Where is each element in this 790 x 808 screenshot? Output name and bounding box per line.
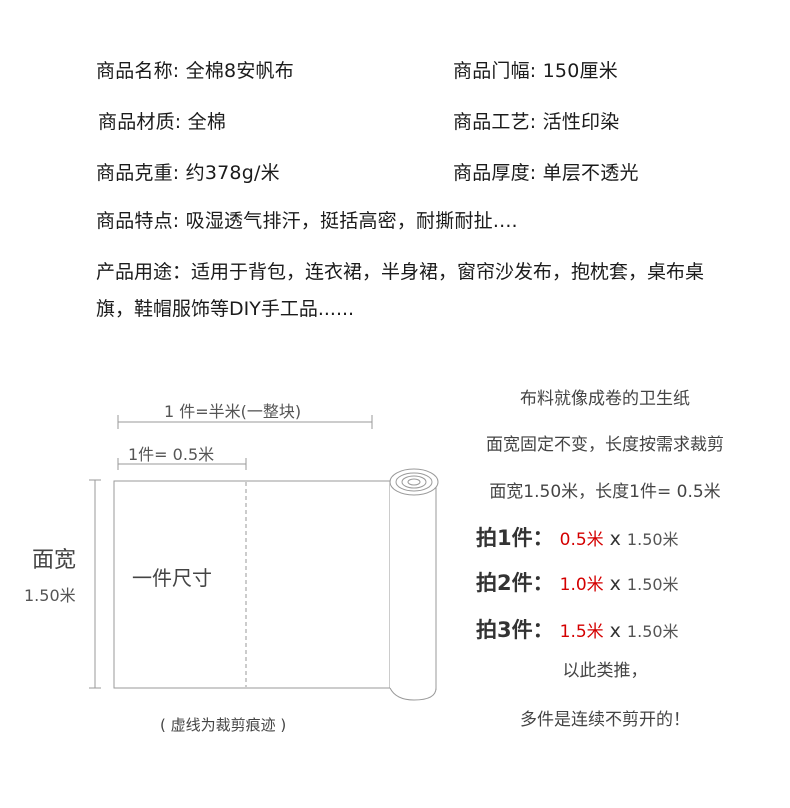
piece-size-label: 一件尺寸 [132, 566, 212, 590]
times-sign: x [609, 620, 621, 642]
spec-thickness: 商品厚度: 单层不透光 [453, 162, 639, 184]
spec-width: 商品门幅: 150厘米 [453, 60, 618, 82]
explain-line-2: 面宽固定不变，长度按需求裁剪 [486, 435, 724, 455]
explain-line-1: 布料就像成卷的卫生纸 [520, 389, 690, 409]
order-row-length: 1.0米 [559, 575, 604, 595]
times-sign: x [609, 528, 621, 550]
spec-name: 商品名称: 全棉8安帆布 [96, 60, 294, 82]
spec-weight: 商品克重: 约378g/米 [96, 162, 280, 184]
spec-features: 商品特点: 吸湿透气排汗，挺括高密，耐撕耐扯.... [96, 210, 518, 232]
order-row-label: 拍2件： [476, 571, 554, 595]
roll-body [389, 479, 437, 701]
order-row-label: 拍3件： [476, 618, 554, 642]
spec-process: 商品工艺: 活性印染 [453, 111, 620, 133]
order-row-width: 1.50米 [626, 575, 679, 594]
side-title: 面宽 [32, 548, 77, 573]
spec-usage: 产品用途：适用于背包，连衣裙，半身裙，窗帘沙发布，抱枕套，桌布桌旗，鞋帽服饰等D… [96, 261, 705, 320]
explain-line-3: 面宽1.50米，长度1件= 0.5米 [489, 482, 721, 502]
order-row-width: 1.50米 [626, 622, 679, 641]
top-dimension-label: 1 件=半米(一整块) [164, 402, 302, 421]
cut-caption: ( 虚线为裁剪痕迹 ) [160, 716, 287, 734]
explain-etc: 以此类推， [562, 661, 648, 681]
half-dimension-label: 1件= 0.5米 [128, 445, 215, 464]
order-row-length: 1.5米 [559, 622, 604, 642]
order-row-length: 0.5米 [559, 530, 604, 550]
order-row-label: 拍1件： [476, 526, 554, 550]
spec-material: 商品材质: 全棉 [98, 111, 227, 133]
order-row-width: 1.50米 [626, 530, 679, 549]
side-value: 1.50米 [24, 586, 76, 605]
times-sign: x [609, 573, 621, 595]
explain-note: 多件是连续不剪开的！ [520, 710, 690, 730]
